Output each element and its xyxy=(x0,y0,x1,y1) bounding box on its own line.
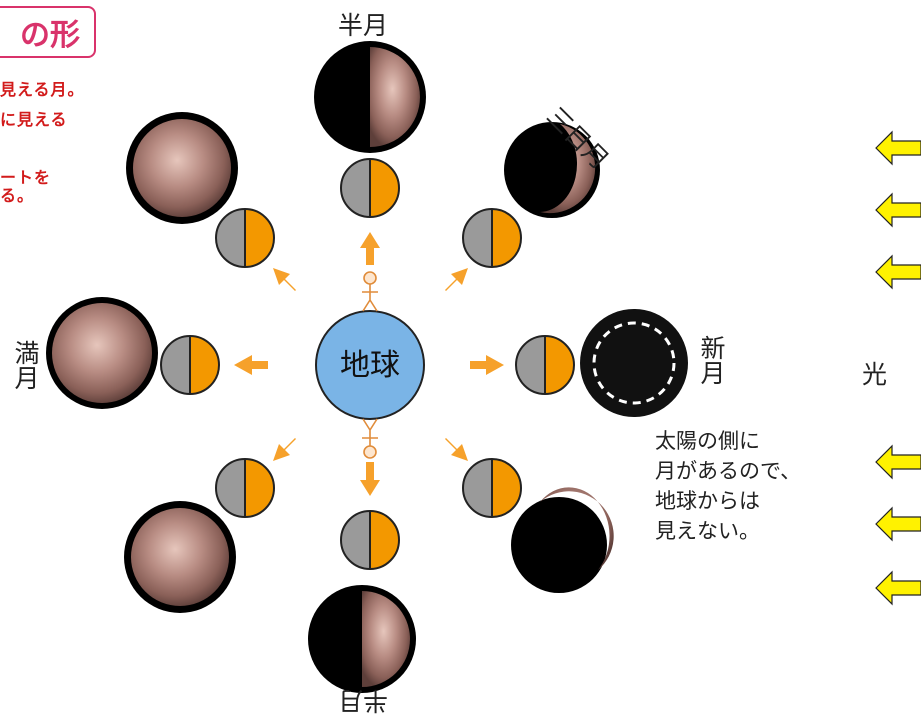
caption-line-2: 月があるので、 xyxy=(655,459,802,483)
light-label: 光 xyxy=(862,360,888,389)
photo-moon-gibbous-topleft xyxy=(126,112,238,224)
photo-moon-crescent xyxy=(504,122,600,218)
orbit-moon-bottom-right xyxy=(462,458,522,518)
label-full-moon: 満月 xyxy=(11,340,40,390)
arrow-right xyxy=(470,355,504,375)
photo-moon-half-bottom xyxy=(308,585,416,693)
arrow-upright xyxy=(445,268,468,291)
arrow-upleft xyxy=(273,268,296,291)
sunlight-arrows xyxy=(875,130,921,606)
direction-arrows xyxy=(234,232,504,496)
arrow-downleft xyxy=(273,438,296,461)
caption-line-4: 見えない。 xyxy=(655,519,760,543)
photo-moon-half-top xyxy=(314,41,426,153)
arrow-downright xyxy=(445,438,468,461)
arrow-up xyxy=(360,232,380,265)
orbit-moon-top-right xyxy=(462,208,522,268)
observer-figure-bottom xyxy=(362,418,378,459)
orbit-moon-right xyxy=(515,335,575,395)
title-box: の形 xyxy=(0,6,96,58)
orbit-moons xyxy=(160,158,575,570)
orbit-moon-bottom-left xyxy=(215,458,275,518)
orbit-moon-top xyxy=(340,158,400,218)
label-half-moon-bottom: 半月 xyxy=(338,686,389,715)
arrow-left xyxy=(234,355,268,375)
orbit-moon-bottom xyxy=(340,510,400,570)
note-line-2: に見える xyxy=(0,110,68,129)
new-moon-caption: 太陽の側に 月があるので、 地球からは 見えない。 xyxy=(655,426,801,546)
photo-moon-full xyxy=(46,297,158,409)
orbit-moon-top-left xyxy=(215,208,275,268)
observer-figure-top xyxy=(362,271,378,312)
photo-moon-gibbous-bottomleft xyxy=(124,501,236,613)
caption-line-1: 太陽の側に xyxy=(655,429,760,453)
note-line-3: ートを xyxy=(0,168,52,187)
arrow-down xyxy=(360,462,380,496)
photo-moon-crescent-waning xyxy=(511,487,614,593)
orbit-moon-left xyxy=(160,335,220,395)
note-line-1: 見える月。 xyxy=(0,80,85,99)
earth-label: 地球 xyxy=(340,348,400,383)
earth xyxy=(315,310,425,420)
caption-line-3: 地球からは xyxy=(655,489,760,513)
label-new-moon: 新月 xyxy=(697,335,726,385)
title: の形 xyxy=(20,18,80,53)
photo-moon-new xyxy=(580,309,688,417)
label-half-moon-top: 半月 xyxy=(338,11,389,40)
note-line-4: る。 xyxy=(0,186,35,205)
